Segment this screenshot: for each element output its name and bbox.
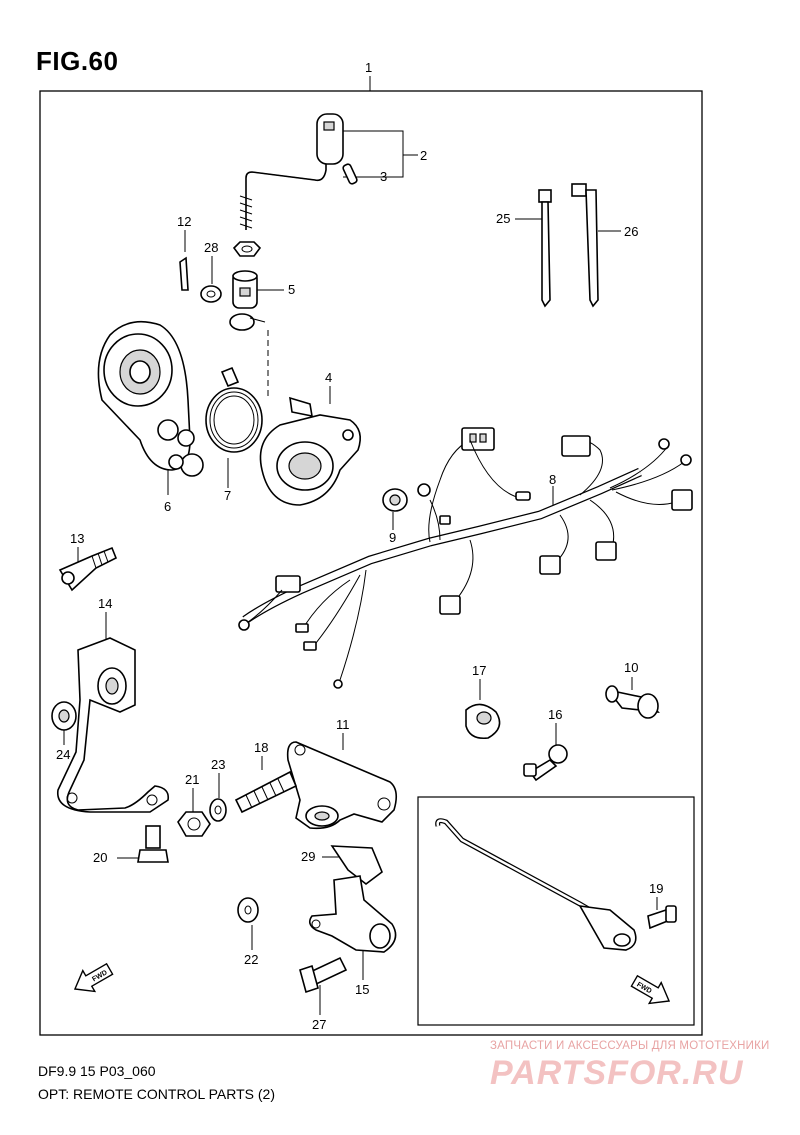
leader-lines	[63, 76, 658, 1015]
callout-15: 15	[355, 982, 369, 997]
inset-throttle-rod	[435, 818, 637, 951]
callout-27: 27	[312, 1017, 326, 1032]
part-11-plate	[286, 741, 398, 830]
part-8-wiring-harness	[238, 427, 693, 689]
callout-23: 23	[211, 757, 225, 772]
part-26-cable-tie	[571, 183, 599, 308]
part-20-bolt	[137, 825, 169, 863]
callout-14: 14	[98, 596, 112, 611]
watermark-logo: PARTSFOR.RU	[490, 1054, 744, 1092]
callout-labels: 1 2 3 4 5 6 7 8 9 10 11 12 13 14 15 16 1…	[56, 60, 663, 1032]
part-29-clamp	[330, 845, 383, 886]
part-2-throttle-link-rod	[239, 113, 344, 230]
callout-18: 18	[254, 740, 268, 755]
part-3-pin	[342, 163, 358, 185]
callout-22: 22	[244, 952, 258, 967]
part-10-sleeve	[605, 685, 660, 719]
figure-title: FIG.60	[36, 46, 119, 76]
callout-29: 29	[301, 849, 315, 864]
callout-10: 10	[624, 660, 638, 675]
callout-4: 4	[325, 370, 332, 385]
callout-5: 5	[288, 282, 295, 297]
part-6-lever-housing	[97, 320, 204, 477]
callout-2: 2	[420, 148, 427, 163]
part-27-bolt	[299, 956, 348, 994]
callout-3: 3	[380, 169, 387, 184]
part-4-cam-plate	[259, 396, 361, 506]
part-17-clip	[465, 703, 501, 740]
part-nut	[232, 241, 262, 257]
part-24-bushing	[51, 701, 77, 731]
part-7-spring	[205, 366, 263, 453]
callout-6: 6	[164, 499, 171, 514]
callout-21: 21	[185, 772, 199, 787]
part-18-stud-bolt	[234, 770, 298, 814]
part-12-cotter-pin	[179, 256, 189, 291]
part-22-washer	[237, 897, 259, 923]
part-13-screw	[58, 546, 118, 592]
fwd-arrow-main: FWD	[73, 962, 114, 993]
callout-16: 16	[548, 707, 562, 722]
callout-26: 26	[624, 224, 638, 239]
diagram-frame	[39, 90, 703, 1036]
figure-code: DF9.9 15 P03_060	[38, 1063, 156, 1079]
callout-19: 19	[649, 881, 663, 896]
part-9-grommet	[382, 488, 408, 512]
part-25-cable-tie	[538, 189, 552, 308]
callout-20: 20	[93, 850, 107, 865]
callout-24: 24	[56, 747, 70, 762]
callout-25: 25	[496, 211, 510, 226]
figure-description: OPT: REMOTE CONTROL PARTS (2)	[38, 1086, 275, 1102]
part-23-washer	[209, 798, 227, 822]
callout-1: 1	[365, 60, 372, 75]
part-21-nut	[177, 811, 211, 837]
callout-13: 13	[70, 531, 84, 546]
fwd-arrow-inset: FWD	[630, 974, 671, 1005]
part-5-ball-joint	[229, 270, 266, 331]
callout-11: 11	[336, 717, 350, 732]
part-19-screw	[647, 905, 677, 930]
part-15-bracket	[308, 875, 397, 953]
callout-8: 8	[549, 472, 556, 487]
part-14-bracket	[57, 637, 170, 813]
callout-12: 12	[177, 214, 191, 229]
watermark-tagline: ЗАПЧАСТИ И АКСЕССУАРЫ ДЛЯ МОТОТЕХНИКИ	[490, 1040, 770, 1052]
callout-9: 9	[389, 530, 396, 545]
inset-frame	[417, 796, 695, 1026]
callout-28: 28	[204, 240, 218, 255]
part-28-washer	[200, 285, 222, 303]
part-16-ball-joint	[523, 744, 568, 782]
callout-17: 17	[472, 663, 486, 678]
callout-7: 7	[224, 488, 231, 503]
